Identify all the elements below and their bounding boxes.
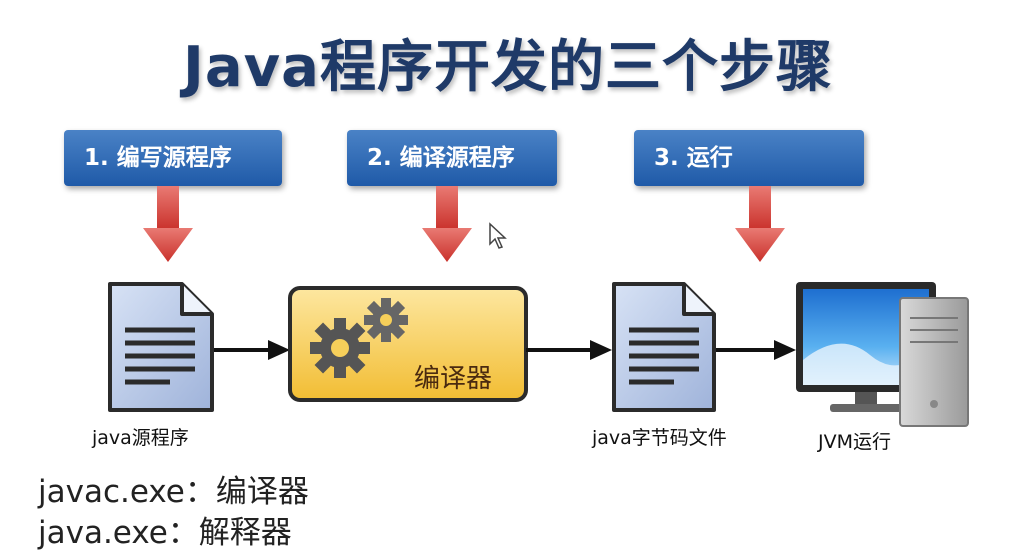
source-file-caption: java源程序 (92, 427, 189, 449)
step-3-label: 3. 运行 (634, 130, 864, 186)
computer-icon (796, 282, 969, 427)
down-arrow-2 (422, 186, 472, 262)
gear-icon (310, 318, 370, 378)
source-document-icon (108, 282, 214, 412)
compiler-label: 编译器 (414, 364, 493, 394)
flow-arrow-1 (214, 340, 290, 360)
jvm-caption: JVM运行 (818, 431, 891, 453)
page-title: Java程序开发的三个步骤 (183, 35, 833, 100)
flow-arrow-3 (716, 340, 796, 360)
javac-note: javac.exe：编译器 (38, 474, 309, 510)
down-arrow-3 (735, 186, 785, 262)
bytecode-document-icon (612, 282, 716, 412)
java-note: java.exe：解释器 (38, 515, 292, 551)
step-1-label: 1. 编写源程序 (64, 130, 282, 186)
step-2-label: 2. 编译源程序 (347, 130, 557, 186)
flow-arrow-2 (526, 340, 612, 360)
bytecode-file-caption: java字节码文件 (592, 427, 727, 449)
down-arrow-1 (143, 186, 193, 262)
compiler-box (288, 286, 528, 402)
mouse-cursor-icon (489, 222, 507, 249)
gear-icon-small (364, 298, 408, 342)
